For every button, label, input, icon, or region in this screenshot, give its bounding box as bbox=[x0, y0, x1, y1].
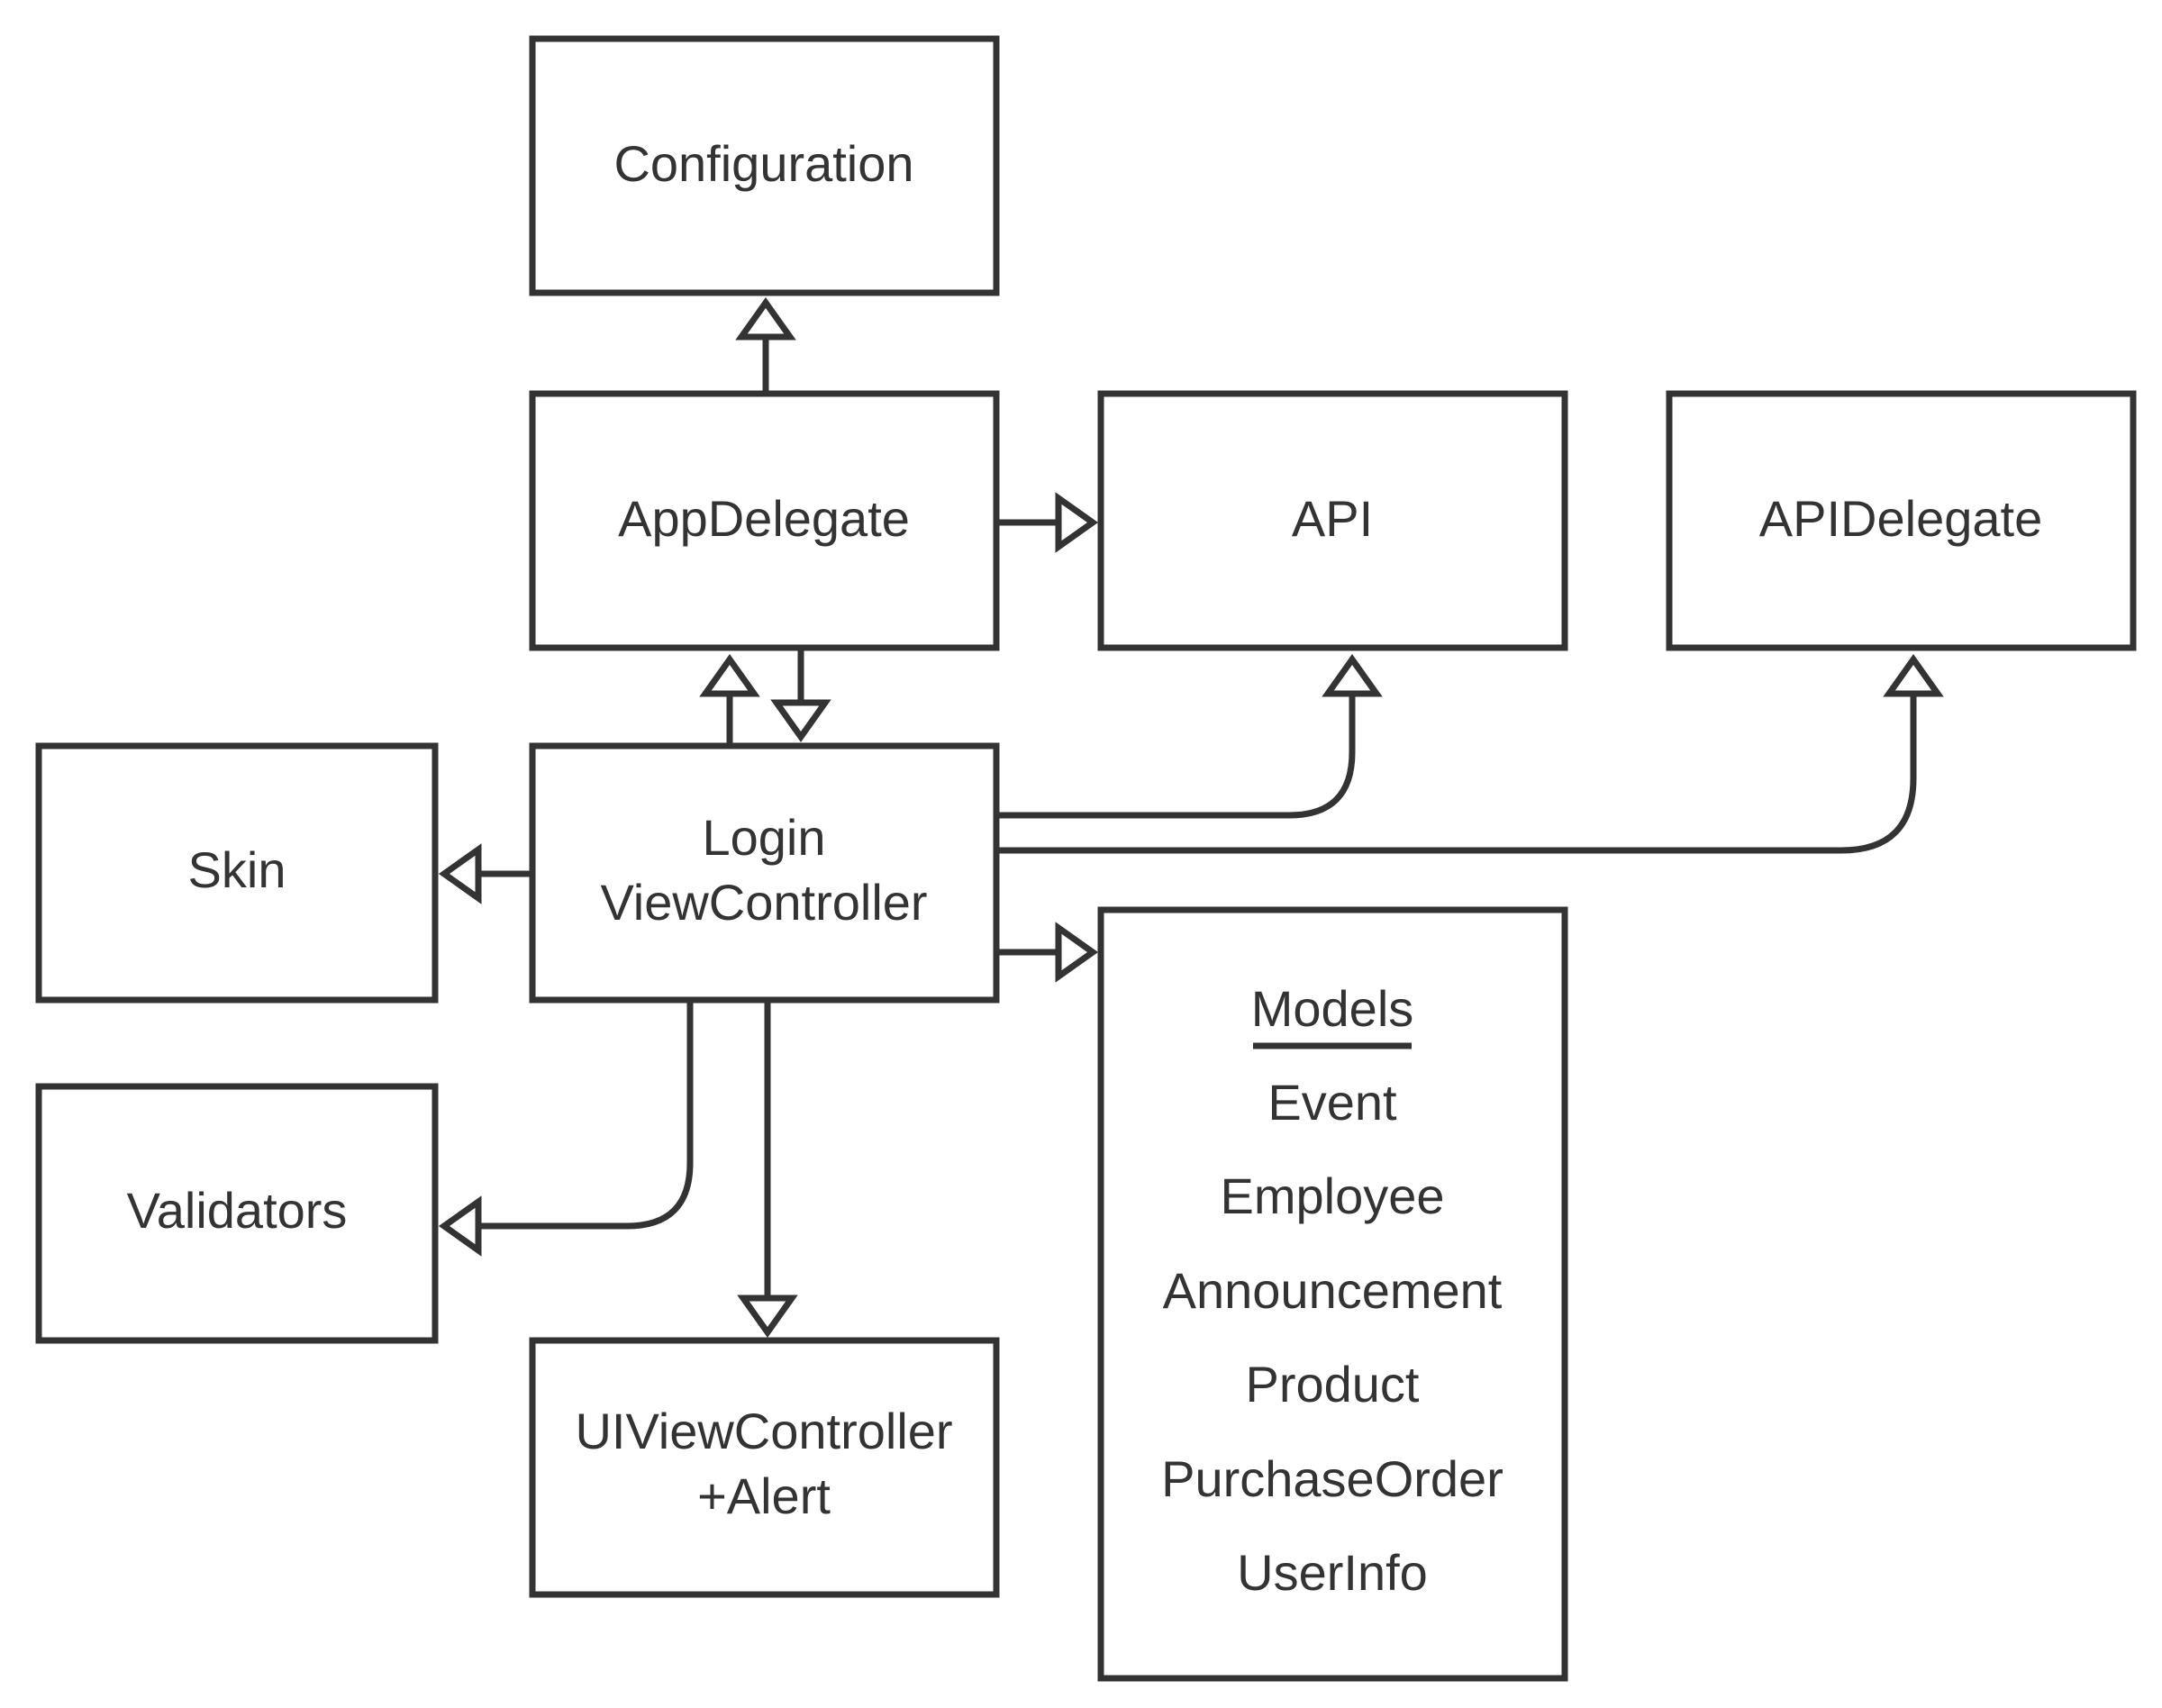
edge-appdelegate-to-api bbox=[999, 492, 1099, 553]
models-item: Event bbox=[1267, 1074, 1397, 1131]
models-item: PurchaseOrder bbox=[1161, 1450, 1503, 1507]
edge-line bbox=[999, 694, 1917, 854]
edge-appdelegate-to-login bbox=[770, 649, 831, 743]
edge-login-to-uiviewcontroller-alert bbox=[737, 1000, 798, 1339]
node-models: Models Event Employee Announcement Produ… bbox=[1097, 906, 1568, 1682]
node-configuration: Configuration bbox=[529, 35, 1000, 296]
edge-login-to-skin bbox=[438, 843, 531, 904]
node-label-line1: UIViewController bbox=[575, 1403, 952, 1459]
node-uiviewcontroller-alert: UIViewController +Alert bbox=[529, 1337, 1000, 1598]
hollow-arrowhead-icon bbox=[438, 843, 482, 904]
node-label: Skin bbox=[188, 841, 286, 898]
node-label: AppDelegate bbox=[618, 490, 910, 547]
node-apidelegate: APIDelegate bbox=[1666, 390, 2137, 651]
node-appdelegate: AppDelegate bbox=[529, 390, 1000, 651]
hollow-arrowhead-icon bbox=[770, 699, 831, 743]
edge-login-to-apidelegate bbox=[999, 653, 1944, 854]
edge-line bbox=[478, 1000, 694, 1230]
node-label: API bbox=[1292, 490, 1373, 547]
edges bbox=[438, 296, 1944, 1339]
node-label-line1: Login bbox=[702, 809, 825, 866]
hollow-arrowhead-icon bbox=[735, 296, 796, 341]
edge-login-to-validators bbox=[438, 1000, 694, 1257]
hollow-arrowhead-icon bbox=[1322, 653, 1383, 697]
node-label-line2: ViewController bbox=[600, 874, 927, 931]
edge-line bbox=[999, 694, 1356, 819]
hollow-arrowhead-icon bbox=[438, 1195, 482, 1257]
node-label: Validators bbox=[127, 1182, 348, 1239]
hollow-arrowhead-icon bbox=[1055, 492, 1099, 553]
models-item: Employee bbox=[1220, 1167, 1444, 1224]
node-login-viewcontroller: Login ViewController bbox=[529, 742, 1000, 1004]
node-api: API bbox=[1097, 390, 1568, 651]
models-title: Models bbox=[1251, 980, 1414, 1037]
edge-appdelegate-to-configuration bbox=[735, 296, 796, 391]
edge-login-to-api bbox=[999, 653, 1383, 819]
models-item: UserInfo bbox=[1237, 1544, 1428, 1601]
node-label-line2: +Alert bbox=[697, 1467, 831, 1524]
hollow-arrowhead-icon bbox=[737, 1295, 798, 1339]
edge-login-to-models bbox=[999, 922, 1099, 983]
node-label: APIDelegate bbox=[1759, 490, 2042, 547]
node-validators: Validators bbox=[35, 1083, 439, 1344]
models-item: Announcement bbox=[1163, 1262, 1503, 1319]
node-label: Configuration bbox=[613, 135, 913, 192]
node-skin: Skin bbox=[35, 742, 439, 1004]
hollow-arrowhead-icon bbox=[1883, 653, 1944, 697]
hollow-arrowhead-icon bbox=[1055, 922, 1099, 983]
nodes: Configuration AppDelegate API APIDelegat… bbox=[35, 35, 2137, 1682]
hollow-arrowhead-icon bbox=[699, 653, 760, 697]
edge-login-to-appdelegate bbox=[699, 653, 760, 744]
models-item: Product bbox=[1246, 1356, 1420, 1413]
